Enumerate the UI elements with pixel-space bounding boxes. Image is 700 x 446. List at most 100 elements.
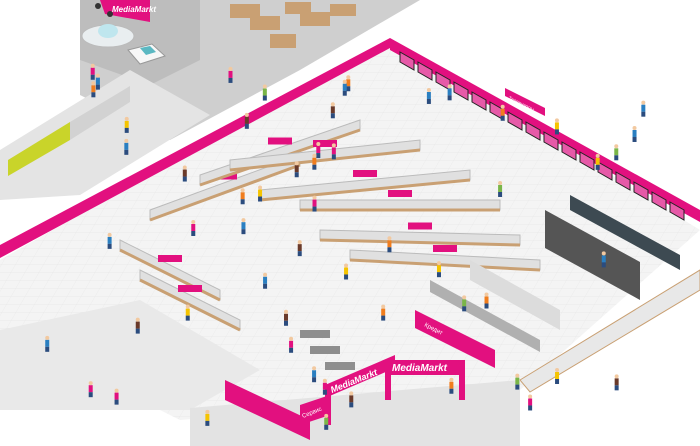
- shopper-head: [449, 377, 454, 382]
- shopper-legs: [528, 405, 533, 411]
- shelf-base: [139, 278, 241, 332]
- shopper: [88, 385, 93, 393]
- shopper-legs: [263, 283, 268, 289]
- shopper: [344, 267, 349, 275]
- shopper: [515, 377, 520, 385]
- shopper-head: [241, 218, 246, 223]
- shelf-base: [229, 148, 421, 172]
- shopper-legs: [294, 172, 299, 178]
- shopper-head: [244, 112, 249, 117]
- shopper: [107, 236, 112, 244]
- shopper-head: [614, 374, 619, 379]
- shopper: [614, 148, 619, 156]
- shopper-head: [182, 165, 187, 170]
- shopper: [500, 108, 505, 116]
- shopper-legs: [601, 262, 606, 268]
- shopper: [614, 378, 619, 386]
- shopper-legs: [90, 74, 95, 80]
- shopper: [498, 184, 503, 192]
- shopper: [297, 244, 302, 252]
- delivery-truck: MediaMarkt: [95, 0, 156, 22]
- shopper-head: [595, 153, 600, 158]
- shopper-legs: [262, 95, 267, 101]
- shopper-legs: [124, 149, 129, 155]
- shopper-legs: [241, 229, 246, 235]
- shopper: [330, 106, 335, 114]
- shopper-head: [91, 81, 96, 86]
- shopper-legs: [312, 164, 317, 170]
- shopper-legs: [515, 384, 520, 390]
- shopper: [632, 129, 637, 137]
- shopper: [312, 370, 317, 378]
- svg-text:MediaMarkt: MediaMarkt: [112, 5, 156, 14]
- shopper-head: [124, 116, 129, 121]
- tv-screen: [543, 131, 559, 151]
- shelf-sign: [408, 222, 432, 230]
- service-counter: Сервис: [225, 380, 330, 440]
- shopper-legs: [312, 206, 317, 212]
- shopper-legs: [45, 346, 50, 352]
- shelf-base: [119, 248, 221, 302]
- shopper: [240, 192, 245, 200]
- shopper-head: [601, 251, 606, 256]
- credit-desk: Кредит: [415, 310, 495, 368]
- shopper-head: [515, 373, 520, 378]
- shopper-head: [88, 381, 93, 386]
- entrance-gate-right: MediaMarkt: [385, 360, 465, 400]
- shopper-legs: [500, 115, 505, 121]
- tv-screen: [507, 111, 523, 131]
- shopper-legs: [135, 328, 140, 334]
- shelf-sign: [353, 170, 377, 177]
- shopper: [258, 189, 263, 197]
- shopper-legs: [632, 136, 637, 142]
- shopper-head: [381, 304, 386, 309]
- shelving-rows: [119, 119, 541, 332]
- wall-left-magenta: [0, 38, 390, 258]
- shopper-head: [240, 188, 245, 193]
- shopper: [447, 88, 452, 96]
- shopper-head: [322, 378, 327, 383]
- shopper: [426, 91, 431, 99]
- shopper-head: [641, 100, 646, 105]
- shelf-sign: [313, 140, 337, 147]
- shopper-legs: [344, 274, 349, 280]
- shopper-legs: [297, 251, 302, 257]
- shopper-legs: [240, 199, 245, 205]
- shopper-head: [346, 75, 351, 80]
- shopper-legs: [387, 247, 392, 253]
- shopper-legs: [258, 196, 263, 202]
- shopper-legs: [191, 230, 196, 236]
- shopper: [346, 79, 351, 87]
- shopper-legs: [342, 90, 347, 96]
- shopper: [349, 395, 354, 403]
- shopper-legs: [88, 392, 93, 398]
- shopper: [262, 88, 267, 96]
- shopper: [462, 299, 467, 307]
- shopper: [387, 240, 392, 248]
- fountain: [81, 24, 135, 48]
- shopper: [331, 147, 336, 155]
- shopper-head: [185, 304, 190, 309]
- shelf-sign: [388, 190, 412, 197]
- shopper-head: [349, 391, 354, 396]
- tv-screen: [471, 91, 487, 111]
- shopper-head: [107, 232, 112, 237]
- shelf-base: [149, 163, 301, 222]
- shopper: [191, 223, 196, 231]
- shopper-head: [124, 138, 129, 143]
- shelf-sign: [268, 137, 292, 145]
- shopper-head: [191, 219, 196, 224]
- shopper: [342, 83, 347, 91]
- shopper-legs: [228, 77, 233, 83]
- shopper: [484, 296, 489, 304]
- shopper: [436, 265, 441, 273]
- tv-screen: [579, 151, 595, 171]
- shopper-head: [258, 185, 263, 190]
- shopper: [95, 77, 100, 85]
- shelf-base: [319, 238, 521, 247]
- shopper-legs: [554, 129, 559, 135]
- shopper-head: [426, 87, 431, 92]
- shelf-sign: [433, 245, 457, 252]
- shelf-sign: [158, 255, 182, 262]
- shopper-legs: [349, 402, 354, 408]
